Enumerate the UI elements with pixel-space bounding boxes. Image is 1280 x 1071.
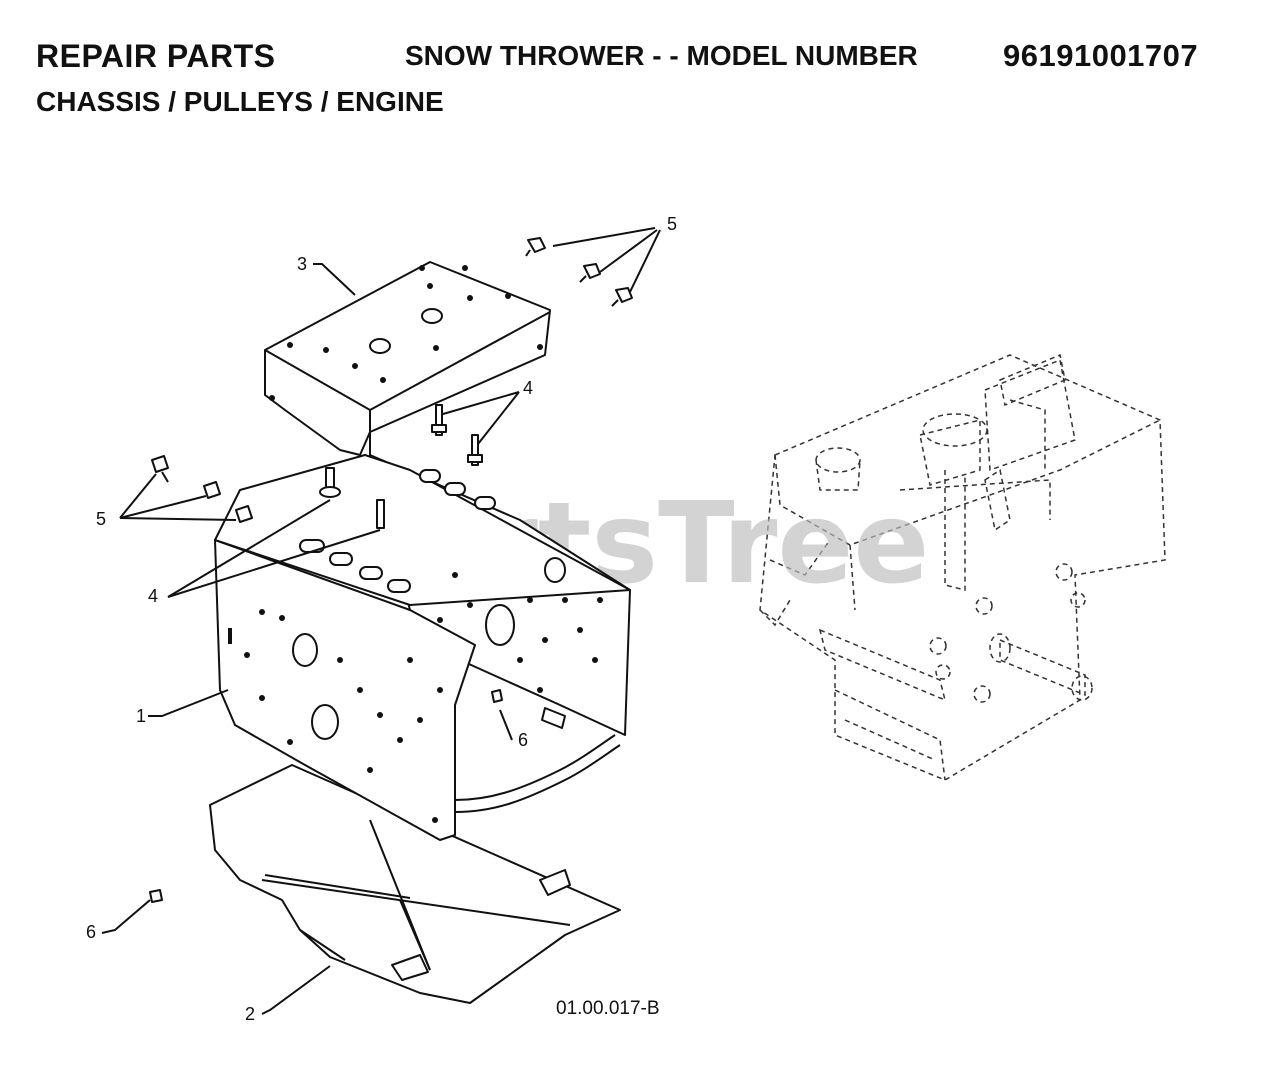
callout-part-6-left: 6 [86, 922, 96, 942]
callout-part-2: 2 [245, 1004, 255, 1024]
flange-bolt [579, 263, 601, 283]
section-title: REPAIR PARTS [36, 38, 276, 74]
flange-bolt [611, 287, 633, 307]
callout-part-5-left: 5 [96, 509, 106, 529]
callout-part-4-top: 4 [523, 378, 533, 398]
screw [149, 889, 163, 903]
flange-bolt [235, 505, 253, 523]
main-chassis-frame [214, 454, 631, 841]
flange-bolt [151, 455, 169, 483]
engine-outline [759, 353, 1166, 781]
product-title: SNOW THROWER - - MODEL NUMBER [405, 40, 918, 71]
callout-part-3: 3 [297, 254, 307, 274]
leader-lines [101, 227, 661, 1015]
model-number: 96191001707 [1003, 38, 1199, 73]
callout-part-4-left: 4 [148, 586, 158, 606]
screw [491, 689, 503, 703]
stud-bolt [376, 499, 385, 529]
section-subtitle: CHASSIS / PULLEYS / ENGINE [36, 86, 444, 117]
flange-bolt [203, 481, 221, 499]
stud-bolt [319, 467, 341, 498]
top-cover-bracket [264, 261, 551, 456]
figure-code: 01.00.017-B [556, 998, 660, 1019]
callout-part-1: 1 [136, 706, 146, 726]
stud-bolt [431, 404, 447, 436]
flange-bolt [525, 237, 546, 257]
callout-part-6-right: 6 [518, 730, 528, 750]
bottom-cover-pan [209, 764, 621, 1004]
stud-bolt [467, 434, 483, 466]
callout-part-5-top: 5 [667, 214, 677, 234]
